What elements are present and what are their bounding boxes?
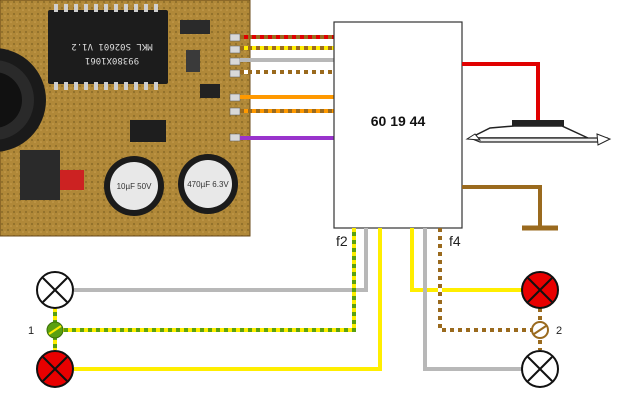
lamp-left-bottom-icon: [36, 350, 74, 388]
pcb-wires: [240, 35, 334, 140]
wire-green-yellow: [62, 228, 356, 332]
cap-left-label: 10µF 50V: [117, 182, 153, 191]
chip-text-1: 99380X1061: [85, 55, 139, 65]
right-lamp-circuit: 2: [410, 228, 562, 388]
label-f4: f4: [449, 233, 461, 249]
wire-brown-ground: [462, 185, 542, 228]
ic-chip: [48, 10, 168, 84]
lamp-right-bottom-icon: [521, 350, 559, 388]
module-label: 60 19 44: [371, 113, 426, 129]
wire-red-speaker: [462, 62, 540, 122]
chip-text-2: MKL S02601 V1.2: [71, 41, 152, 51]
wire-gray-left: [74, 228, 368, 292]
junction-right-label: 2: [556, 325, 562, 337]
ground-output: [462, 185, 558, 231]
lamp-left-top-icon: [36, 271, 74, 309]
junction-left-label: 1: [28, 325, 34, 337]
lamp-right-top-icon: [521, 271, 559, 309]
speaker-output: [462, 62, 612, 146]
module-box: 60 19 44: [333, 21, 463, 229]
label-f2: f2: [336, 233, 348, 249]
transistor: [20, 150, 60, 200]
wire-gray-right: [423, 228, 522, 371]
wire-yellow-right: [410, 228, 522, 292]
pcb-image: 99380X1061 MKL S02601 V1.2 10µF 50V 470µ…: [0, 0, 251, 237]
smd-component: [180, 20, 210, 34]
buzzer-icon: [465, 120, 612, 146]
cap-right-label: 470µF 6.3V: [187, 180, 229, 189]
left-lamp-circuit: 1: [28, 228, 382, 388]
wire-yellow-left: [74, 228, 382, 371]
